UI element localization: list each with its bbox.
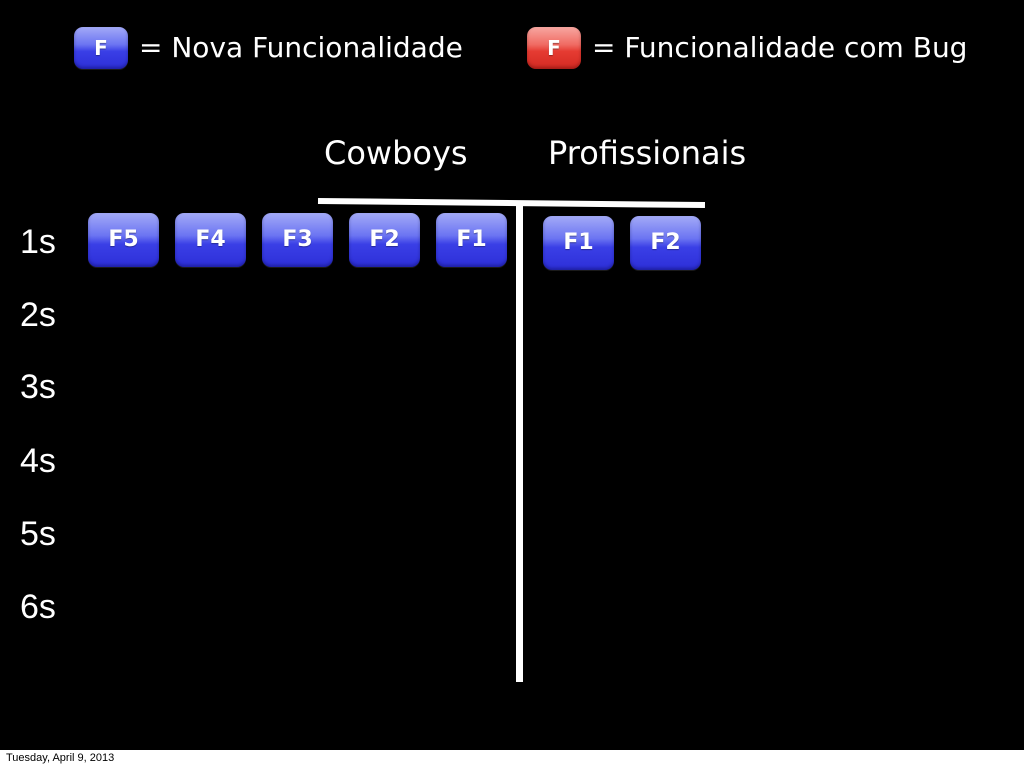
cowboys-feature-chip: F3 <box>262 213 333 267</box>
cowboys-feature-chip: F1 <box>436 213 507 267</box>
column-header-cowboys: Cowboys <box>324 134 468 172</box>
t-chart-horizontal-line <box>317 198 706 209</box>
cowboys-feature-chip: F2 <box>349 213 420 267</box>
legend-new-feature-chip: F <box>74 27 128 69</box>
row-label-1: 1s <box>20 223 56 261</box>
footer-date: Tuesday, April 9, 2013 <box>6 752 115 764</box>
row-label-5: 5s <box>20 515 56 553</box>
row-label-6: 6s <box>20 588 56 626</box>
row-label-2: 2s <box>20 296 56 334</box>
legend-bug-feature-chip: F <box>527 27 581 69</box>
cowboys-feature-chip: F5 <box>88 213 159 267</box>
legend-bug-feature-label: = Funcionalidade com Bug <box>592 31 968 64</box>
cowboys-feature-chip: F4 <box>175 213 246 267</box>
footer: Tuesday, April 9, 2013 <box>0 750 1024 769</box>
profissionais-feature-chip: F1 <box>543 216 614 270</box>
row-label-4: 4s <box>20 442 56 480</box>
row-label-3: 3s <box>20 368 56 406</box>
legend-new-feature-label: = Nova Funcionalidade <box>139 31 463 64</box>
profissionais-feature-chip: F2 <box>630 216 701 270</box>
column-header-profissionais: Profissionais <box>548 134 747 172</box>
slide: F = Nova Funcionalidade F = Funcionalida… <box>0 0 1024 750</box>
t-chart-vertical-line <box>516 204 523 682</box>
